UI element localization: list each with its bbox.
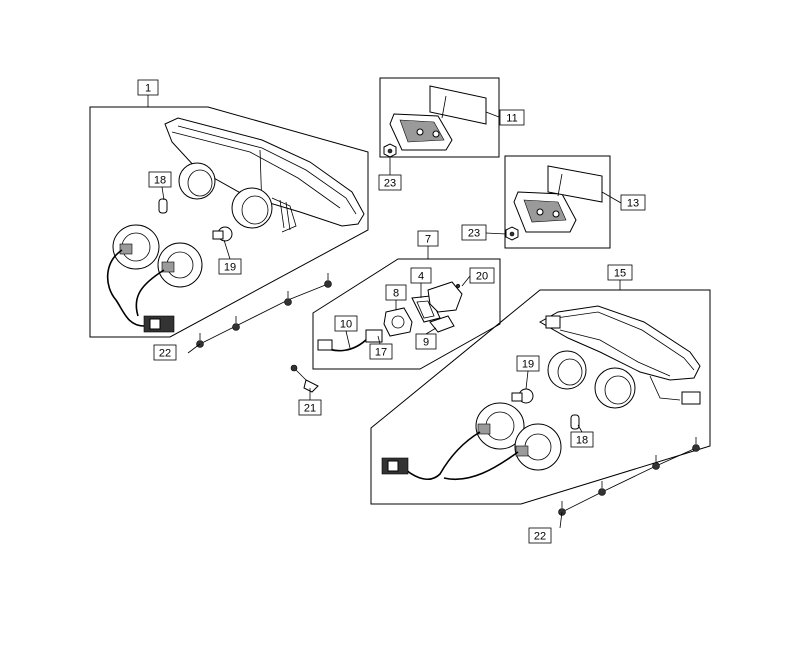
callout-8: 8 [385,284,407,301]
callout-10: 10 [334,315,358,332]
svg-text:4: 4 [418,271,424,283]
svg-text:23: 23 [468,228,480,240]
assembly-right-tail-light [370,289,711,516]
svg-text:8: 8 [393,288,399,300]
svg-text:13: 13 [627,198,639,210]
callout-21: 21 [298,399,322,416]
svg-text:22: 22 [159,348,171,360]
svg-text:15: 15 [614,268,626,280]
svg-text:19: 19 [224,262,236,274]
callout-22-right: 22 [528,527,552,544]
svg-text:1: 1 [145,83,151,95]
svg-text:11: 11 [506,113,517,125]
svg-text:10: 10 [340,319,352,331]
callout-1: 1 [137,79,159,96]
svg-text:23: 23 [384,178,396,190]
callout-23-upper: 23 [378,174,402,191]
screw-set-22-right [558,437,700,516]
fastener-21 [290,364,319,393]
svg-text:19: 19 [522,359,534,371]
callout-17: 17 [369,343,393,360]
callout-7: 7 [417,230,439,247]
callout-11: 11 [499,109,525,126]
callout-18-left: 18 [148,171,172,188]
svg-text:21: 21 [304,403,316,415]
assembly-marker-lamp-7 [312,258,501,370]
callout-22-left: 22 [153,344,177,361]
svg-text:22: 22 [534,531,546,543]
callout-19-right: 19 [516,355,540,372]
svg-text:20: 20 [476,271,488,283]
svg-text:7: 7 [425,234,431,246]
callout-15: 15 [607,264,633,281]
screw-set-22-left [196,273,332,348]
assembly-license-lamp-11 [379,77,500,158]
callout-23-lower: 23 [461,224,487,241]
svg-text:18: 18 [576,435,588,447]
callout-labels: 1 18 19 22 11 23 13 23 7 4 20 8 9 10 17 … [137,79,646,544]
callout-20: 20 [469,267,495,284]
callout-13: 13 [620,194,646,211]
callout-19-left: 19 [218,258,242,275]
svg-text:17: 17 [375,347,387,359]
assembly-left-tail-light [89,106,369,348]
svg-text:18: 18 [154,175,166,187]
callout-4: 4 [410,267,432,284]
svg-text:9: 9 [423,337,429,349]
callout-18-right: 18 [570,431,594,448]
leader-lines [147,95,622,529]
assembly-license-lamp-13 [504,155,611,249]
callout-9: 9 [415,333,437,350]
